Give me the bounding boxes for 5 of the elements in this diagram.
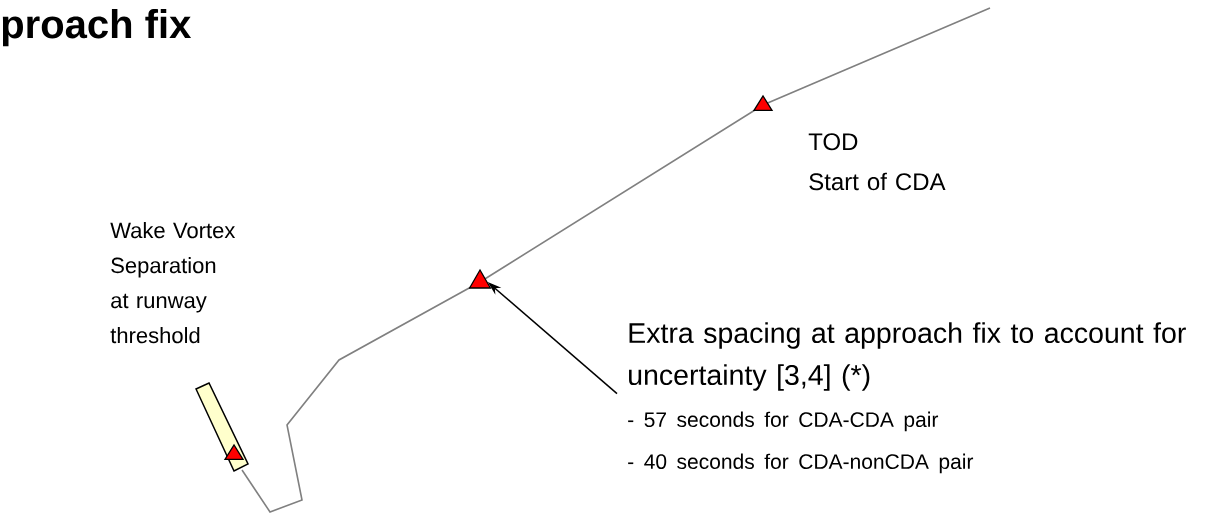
annotation-text: TOD — [808, 133, 858, 151]
callout-text: Extra spacing at approach fix to account for uncertainty [3,4] (*) - 57 seconds for CDA-CDA pair - 40 seconds for CDA-nonCDA pair — [628, 322, 1186, 474]
annotation-text: Start of CDA — [809, 172, 946, 191]
title: proach fix — [2, 9, 192, 47]
annotation-text: Wake Vortex Separation at runway threshold — [110, 222, 236, 344]
